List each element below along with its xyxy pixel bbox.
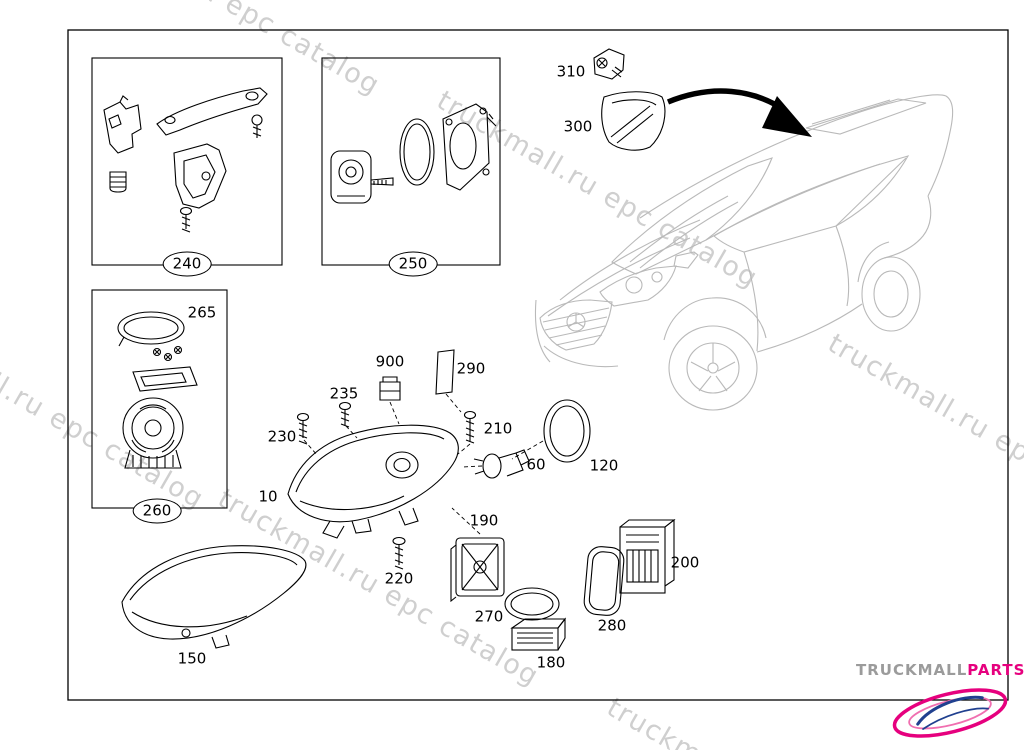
part-label-240: 240 — [162, 251, 212, 277]
bulb-60 — [473, 449, 530, 479]
seal-280 — [583, 546, 625, 616]
part-label-60: 60 — [526, 455, 546, 474]
part-310-drawing — [593, 48, 625, 80]
lens-150 — [121, 545, 307, 649]
screw-235 — [338, 401, 352, 428]
part-label-220: 220 — [384, 569, 414, 588]
location-arrow — [666, 88, 812, 137]
part-label-900: 900 — [375, 352, 405, 371]
part-label-265: 265 — [187, 303, 217, 322]
part-label-270: 270 — [474, 607, 504, 626]
logo-name: TRUCKMALL — [856, 661, 968, 679]
ecu-190 — [450, 537, 505, 603]
part-label-280: 280 — [597, 616, 627, 635]
module-180 — [510, 617, 567, 651]
part-label-230: 230 — [267, 427, 297, 446]
part-label-260: 260 — [132, 498, 182, 524]
part-label-300: 300 — [563, 117, 593, 136]
part-300-drawing — [601, 91, 666, 151]
part-label-250: 250 — [388, 251, 438, 277]
logo-swoosh — [892, 688, 1008, 738]
seal-270 — [504, 587, 560, 621]
part-label-150: 150 — [177, 649, 207, 668]
leader-lines — [303, 393, 544, 535]
car-sketch — [534, 94, 954, 411]
part-label-180: 180 — [536, 653, 566, 672]
headlamp-10 — [287, 424, 459, 539]
ecu-200 — [619, 518, 676, 594]
part-label-120: 120 — [589, 456, 619, 475]
brand-logo: TRUCKMALLPARTS — [856, 661, 1024, 679]
bolt-210 — [463, 410, 477, 444]
screw-230 — [296, 412, 310, 445]
screw-220 — [392, 536, 406, 570]
part-label-10: 10 — [258, 487, 278, 506]
ring-120 — [543, 399, 591, 463]
outer-frame — [67, 29, 1009, 701]
part-label-235: 235 — [329, 384, 359, 403]
logo-suffix: PARTS — [967, 661, 1024, 679]
part-290-drawing — [435, 349, 455, 395]
part-label-200: 200 — [670, 553, 700, 572]
part-900-drawing — [379, 376, 401, 401]
part-label-190: 190 — [469, 511, 499, 530]
part-label-210: 210 — [483, 419, 513, 438]
part-label-310: 310 — [556, 62, 586, 81]
part-label-290: 290 — [456, 359, 486, 378]
